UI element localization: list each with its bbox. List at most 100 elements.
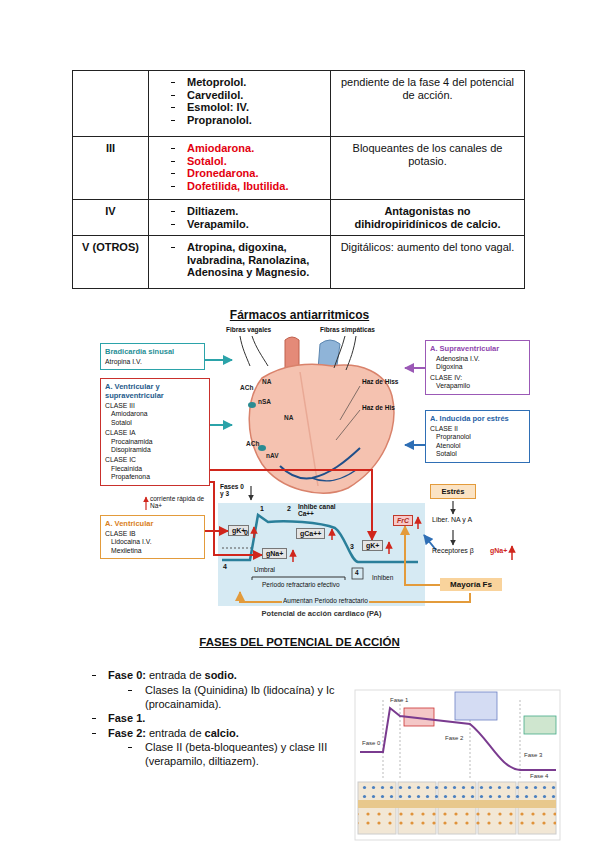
list-item: Sotalol.: [171, 155, 324, 168]
list-item: Dronedarona.: [171, 167, 324, 180]
connector-arrow: [405, 526, 440, 585]
annotation-label: Fases 0 y 3: [220, 483, 244, 498]
annotation-label: 1: [260, 505, 264, 513]
table-cell: Amiodarona.Sotalol.Dronedarona.Dofetilid…: [149, 137, 331, 199]
box-text: Sotalol: [105, 419, 205, 427]
annotation-label: Fase 4: [530, 773, 548, 780]
annotation-label: Haz de Hiss: [362, 378, 399, 385]
drug-name: Diltiazem.: [187, 205, 238, 218]
class-number: V (OTROS): [79, 241, 142, 254]
connector-arrow: [205, 359, 232, 361]
box-text: CLASE IA: [105, 429, 205, 437]
bullet-text: calcio.: [205, 726, 239, 740]
indication-box: A. Inducida por estrésCLASE IIPropranolo…: [425, 410, 530, 463]
table-row: IV Diltiazem.Verapamilo. Antagonistas no d…: [73, 200, 525, 236]
heart-label: ACh: [240, 384, 253, 391]
section-heading: FASES DEL POTENCIAL DE ACCIÓN: [0, 636, 599, 648]
bullet-dash: [171, 120, 175, 121]
drug-name: Esmolol: IV.: [187, 101, 249, 114]
box-text: FrC: [397, 517, 409, 524]
box-text: Atropina I.V.: [105, 358, 200, 366]
list-item: Diltiazem.: [171, 205, 324, 218]
box-text: Atenolol: [430, 442, 525, 450]
annotation-label: Inhiben: [372, 574, 393, 581]
list-item: Esmolol: IV.: [171, 101, 324, 114]
table-cell: IV: [73, 200, 149, 235]
box-text: gNa+: [266, 550, 283, 557]
bullet-text: sodio.: [205, 668, 237, 682]
drug-name: Propranolol.: [187, 114, 252, 127]
box-text: CLASE IV:: [430, 374, 525, 382]
action-potential-panel: Potencial de acción cardiaco (PA)gK+gNa+…: [218, 503, 425, 606]
mechanism-text: pendiente de la fase 4 del potencial de …: [337, 76, 518, 101]
bullet-text: Fase 2:: [108, 726, 146, 740]
annotation-label: Fase 2: [445, 735, 463, 742]
bullet-dash: [171, 247, 175, 248]
connector-arrow: [205, 530, 228, 532]
connector-arrow: [405, 444, 425, 446]
bullet-dash: [171, 107, 175, 108]
connector-arrow: [210, 424, 232, 426]
drug-name: Verapamilo.: [187, 218, 249, 231]
box-text: Propafenona: [105, 473, 205, 481]
box-text: Verapamilo: [430, 382, 525, 390]
mechanism-text: Bloqueantes de los canales de potasio.: [337, 142, 518, 167]
indication-box: A. VentricularCLASE IBLidocaina I.V.Mexi…: [100, 515, 205, 559]
annotation-label: 0: [244, 529, 248, 537]
annotation-label: 4: [223, 563, 227, 571]
box-heading: A. Supraventricular: [430, 344, 525, 353]
heart-region: AChNAnSAAChNAnAV: [232, 342, 405, 495]
table-cell: Metoprolol.Carvedilol.Esmolol: IV.Propra…: [149, 71, 331, 136]
indication-box: A. Ventricular y supraventricularCLASE I…: [100, 378, 210, 486]
box-text: gK+: [366, 542, 379, 549]
bullet-dash: [92, 675, 96, 676]
drug-name: Dronedarona.: [187, 167, 259, 180]
bullet-dash: [92, 733, 96, 734]
heart-label: nAV: [266, 452, 279, 459]
table-cell: [73, 71, 149, 136]
stress-box: Estrés: [430, 484, 476, 499]
effect-box: Mayoría Fs: [440, 578, 502, 591]
table-cell: Digitálicos: aumento del tono vagal.: [331, 236, 525, 288]
heart-rate-box: FrC: [393, 515, 413, 526]
diagram-title: Fármacos antiarritmicos: [0, 308, 599, 322]
phase-figure: [355, 690, 560, 840]
annotation-label: Receptores β: [432, 547, 474, 555]
list-item: Atropina, digoxina, Ivabradina, Ranolazi…: [171, 241, 324, 279]
box-text: CLASE IB: [105, 530, 200, 538]
annotation-label: 3: [350, 543, 354, 551]
box-text: CLASE IC: [105, 456, 205, 464]
annotation-label: Fibras vagales: [226, 326, 271, 333]
bullet-dash: [171, 95, 175, 96]
bullet-dash: [171, 211, 175, 212]
heart-label: NA: [284, 414, 293, 421]
box-heading: A. Inducida por estrés: [430, 414, 525, 423]
mechanism-text: Digitálicos: aumento del tono vagal.: [337, 241, 518, 254]
drug-table: Metoprolol.Carvedilol.Esmolol: IV.Propra…: [72, 70, 525, 289]
box-text: Lidocaina I.V.: [105, 538, 200, 546]
annotation-label: Haz de His: [362, 404, 395, 411]
annotation-label: Clases Ia (Quinidina) Ib (lidocaína) y I…: [145, 683, 340, 711]
box-heading: A. Ventricular: [105, 519, 200, 528]
annotation-label: Fase 0: [362, 740, 380, 747]
panel-caption: Potencial de acción cardiaco (PA): [218, 609, 425, 618]
annotation-label: corriente rápida de Na+: [150, 495, 205, 510]
bullet-dash: [171, 161, 175, 162]
drug-name: Sotalol.: [187, 155, 227, 168]
annotation-label: Periodo refractario efectivo: [262, 581, 340, 588]
drug-name: Dofetilida, Ibutilida.: [187, 180, 288, 193]
annotation-label: gNa+: [490, 547, 507, 555]
mechanism-text: Antagonistas no dihidropiridínicos de ca…: [337, 205, 518, 230]
table-cell: V (OTROS): [73, 236, 149, 288]
box-text: gK+: [232, 527, 245, 534]
table-cell: Bloqueantes de los canales de potasio.: [331, 137, 525, 199]
drug-name: Metoprolol.: [187, 76, 246, 89]
box-text: Digoxina: [430, 363, 525, 371]
list-item: Propranolol.: [171, 114, 324, 127]
box-text: Adenosina I.V.: [430, 355, 525, 363]
box-text: Mexiletina: [105, 547, 200, 555]
box-text: gCa++: [300, 530, 321, 537]
bullet-text: entrada de: [149, 726, 202, 740]
annotation-label: 4: [355, 569, 359, 576]
table-row: V (OTROS) Atropina, digoxina, Ivabradina,…: [73, 236, 525, 289]
